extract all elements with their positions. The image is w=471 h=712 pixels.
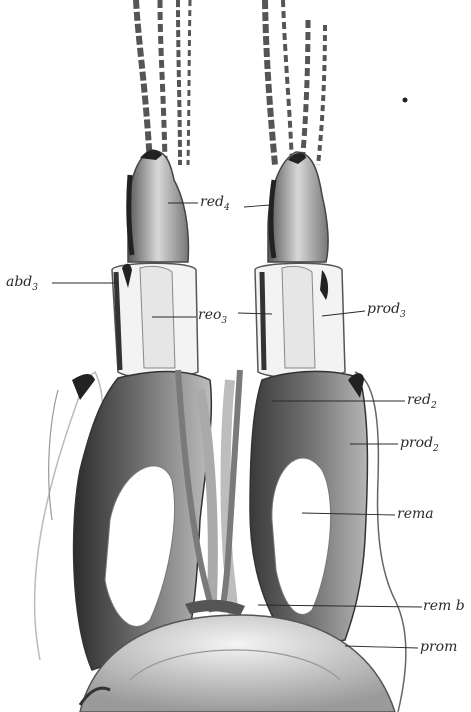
right-antennae — [265, 0, 325, 165]
label-prom-text: prom — [420, 639, 457, 655]
label-red4-sub: 4 — [224, 203, 230, 213]
label-rema: rema — [397, 507, 434, 521]
label-red2-sub: 2 — [431, 401, 437, 411]
label-red4: red4 — [200, 195, 230, 213]
label-remb: rem b — [423, 599, 465, 613]
label-prod2-text: prod — [400, 435, 433, 451]
label-red2: red2 — [407, 393, 437, 411]
left-antennae — [136, 0, 190, 165]
label-red2-text: red — [407, 392, 431, 408]
label-prod3-sub: 3 — [400, 310, 406, 320]
left-appendage — [35, 150, 213, 670]
label-reo3: reo3 — [198, 308, 227, 326]
label-prom: prom — [420, 640, 457, 654]
label-red4-text: red — [200, 194, 224, 210]
label-prod3-text: prod — [367, 301, 400, 317]
label-abd3-sub: 3 — [32, 283, 38, 293]
label-reo3-text: reo — [198, 307, 221, 323]
ink-speck — [403, 98, 408, 103]
label-abd3: abd3 — [6, 275, 38, 293]
label-abd3-text: abd — [6, 274, 32, 290]
label-reo3-sub: 3 — [221, 316, 227, 326]
label-rema-text: rema — [397, 506, 434, 522]
label-remb-text: rem b — [423, 598, 465, 614]
label-prod2-sub: 2 — [433, 444, 439, 454]
label-prod3: prod3 — [367, 302, 406, 320]
label-prod2: prod2 — [400, 436, 439, 454]
